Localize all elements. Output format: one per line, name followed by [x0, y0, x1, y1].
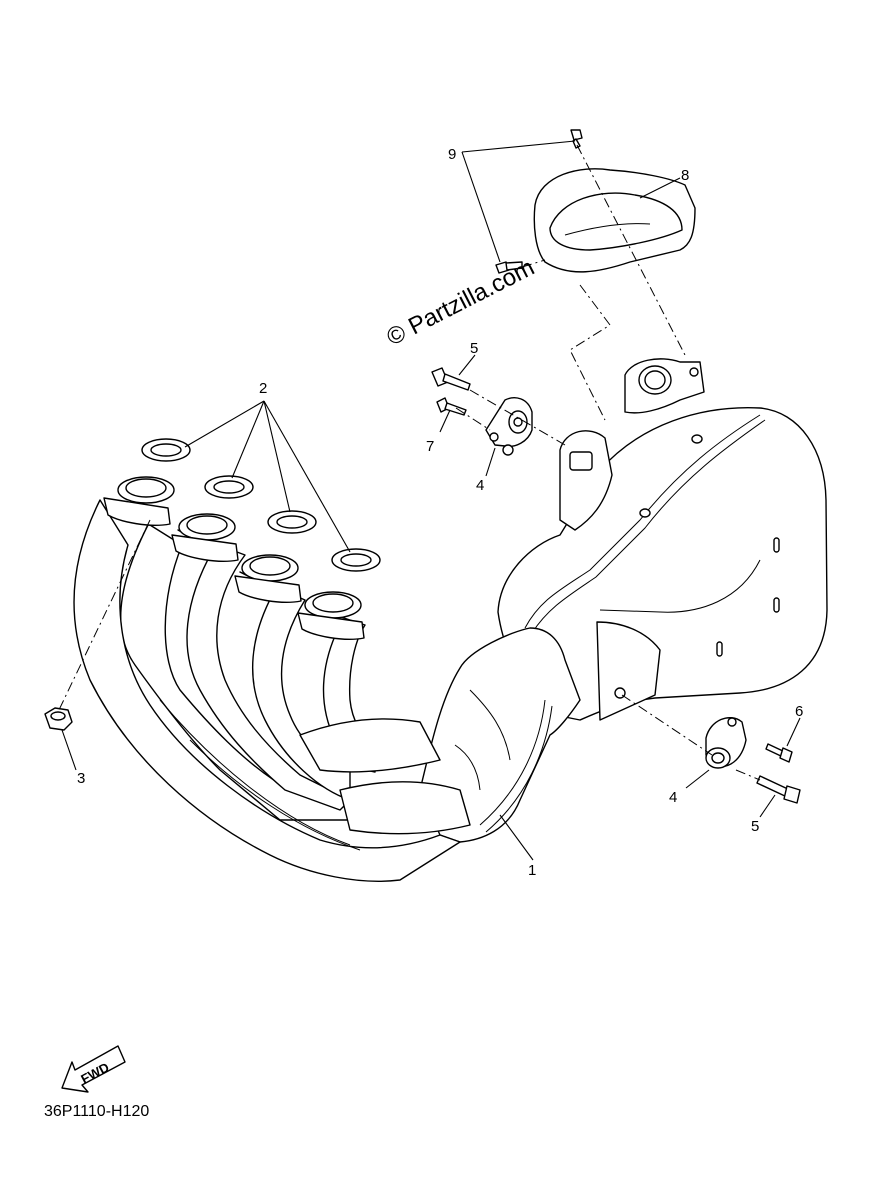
fwd-arrow-icon: FWD	[61, 1045, 126, 1093]
callout-3: 3	[77, 770, 85, 787]
callout-5-rear: 5	[751, 818, 759, 835]
callout-9: 9	[448, 146, 456, 163]
rear-damper-set	[705, 717, 801, 804]
callout-7: 7	[426, 438, 434, 455]
heat-shield	[533, 168, 696, 273]
callout-1: 1	[528, 862, 536, 879]
callout-2: 2	[259, 380, 267, 397]
callout-labels: 1 2 3 4 4 5 5 6 7 8 9	[77, 146, 803, 879]
callout-4-rear: 4	[669, 789, 677, 806]
watermark: © Partzilla.com	[382, 254, 538, 351]
fwd-label: FWD	[78, 1060, 111, 1087]
muffler-body	[497, 358, 828, 721]
header-pipes	[73, 476, 471, 882]
front-damper-set	[431, 367, 533, 456]
leader-lines	[61, 140, 801, 861]
alignment-lines	[57, 144, 761, 781]
callout-5-front: 5	[470, 340, 478, 357]
callout-6: 6	[795, 703, 803, 720]
callout-4-front: 4	[476, 477, 484, 494]
nut	[44, 707, 73, 731]
callout-8: 8	[681, 167, 689, 184]
diagram-code: 36P1110-H120	[44, 1103, 150, 1120]
screws	[495, 129, 583, 274]
gaskets	[141, 438, 381, 572]
